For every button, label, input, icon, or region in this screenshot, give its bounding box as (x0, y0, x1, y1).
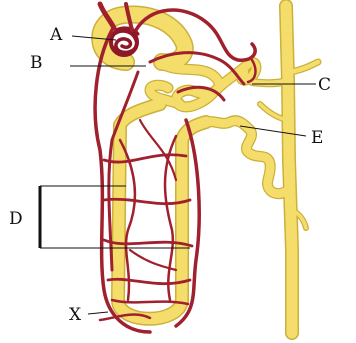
leader-x (88, 312, 108, 314)
label-c: C (318, 75, 331, 95)
label-d: D (9, 209, 23, 229)
label-x: X (69, 305, 82, 325)
branch-upper-right (252, 80, 288, 83)
label-b: B (30, 53, 43, 73)
collecting-duct (286, 6, 292, 333)
glomerulus (111, 28, 138, 55)
label-e: E (311, 128, 323, 148)
label-a: A (49, 25, 63, 45)
